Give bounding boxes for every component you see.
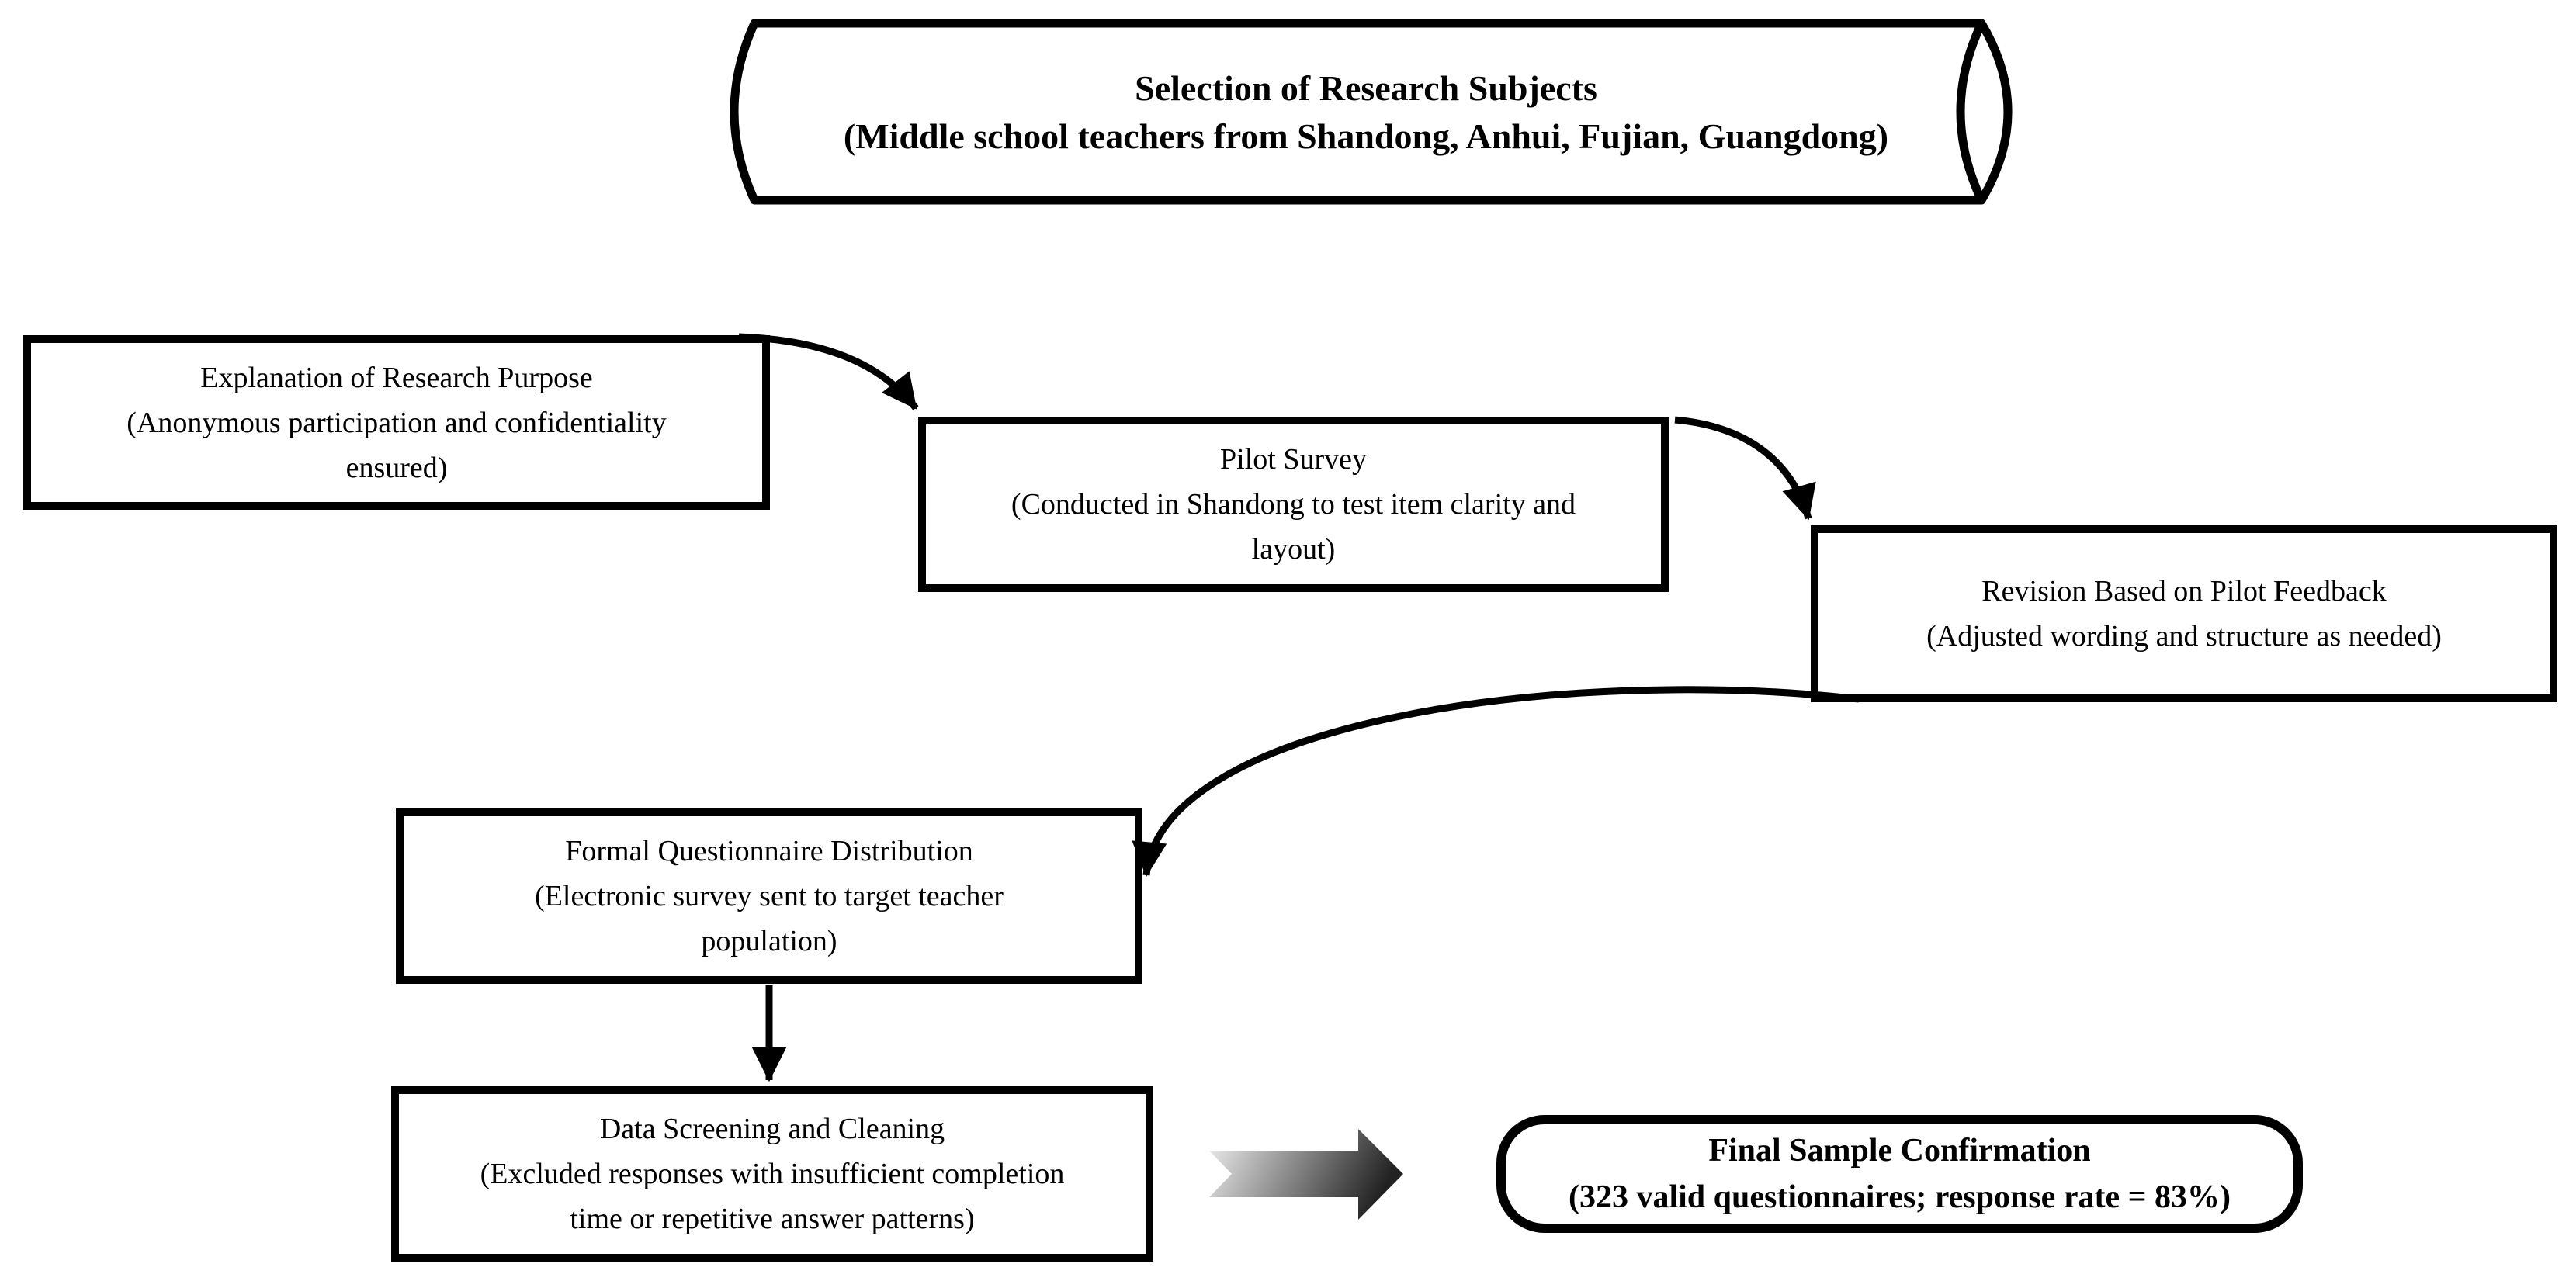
node-data-screening-and-cleaning: Data Screening and Cleaning (Excluded re… [391, 1086, 1153, 1262]
arrow-pilot-to-revision [1674, 416, 1816, 521]
node-revision-based-on-pilot-feedback: Revision Based on Pilot Feedback (Adjust… [1811, 525, 2557, 702]
node-title: Formal Questionnaire Distribution [565, 835, 973, 867]
gradient-block-arrow [1209, 1129, 1403, 1220]
node-title: Selection of Research Subjects [1135, 68, 1597, 108]
node-title: Final Sample Confirmation [1708, 1133, 2091, 1169]
node-title: Data Screening and Cleaning [599, 1113, 945, 1145]
node-subtitle: (Conducted in Shandong to test item clar… [1011, 488, 1576, 521]
node-title: Revision Based on Pilot Feedback [1981, 575, 2387, 608]
node-subtitle: (Middle school teachers from Shandong, A… [843, 116, 1889, 156]
node-subtitle: layout) [1251, 533, 1336, 566]
node-selection-of-research-subjects: Selection of Research Subjects (Middle s… [757, 25, 1975, 200]
node-final-sample-confirmation: Final Sample Confirmation (323 valid que… [1496, 1115, 2303, 1233]
node-subtitle: time or repetitive answer patterns) [570, 1203, 975, 1235]
node-subtitle: population) [701, 925, 837, 957]
node-title: Pilot Survey [1220, 443, 1367, 476]
node-pilot-survey: Pilot Survey (Conducted in Shandong to t… [918, 417, 1669, 592]
node-explanation-of-research-purpose: Explanation of Research Purpose (Anonymo… [23, 335, 770, 510]
node-formal-questionnaire-distribution: Formal Questionnaire Distribution (Elect… [396, 808, 1142, 984]
node-subtitle: (323 valid questionnaires; response rate… [1568, 1179, 2231, 1215]
node-subtitle: (Anonymous participation and confidentia… [127, 406, 667, 439]
node-subtitle: (Electronic survey sent to target teache… [535, 880, 1004, 912]
arrow-revision-to-formal [1132, 686, 1860, 878]
node-title: Explanation of Research Purpose [200, 361, 593, 394]
node-subtitle: (Excluded responses with insufficient co… [480, 1158, 1065, 1190]
node-subtitle: ensured) [345, 451, 448, 484]
node-subtitle: (Adjusted wording and structure as neede… [1926, 620, 2442, 653]
